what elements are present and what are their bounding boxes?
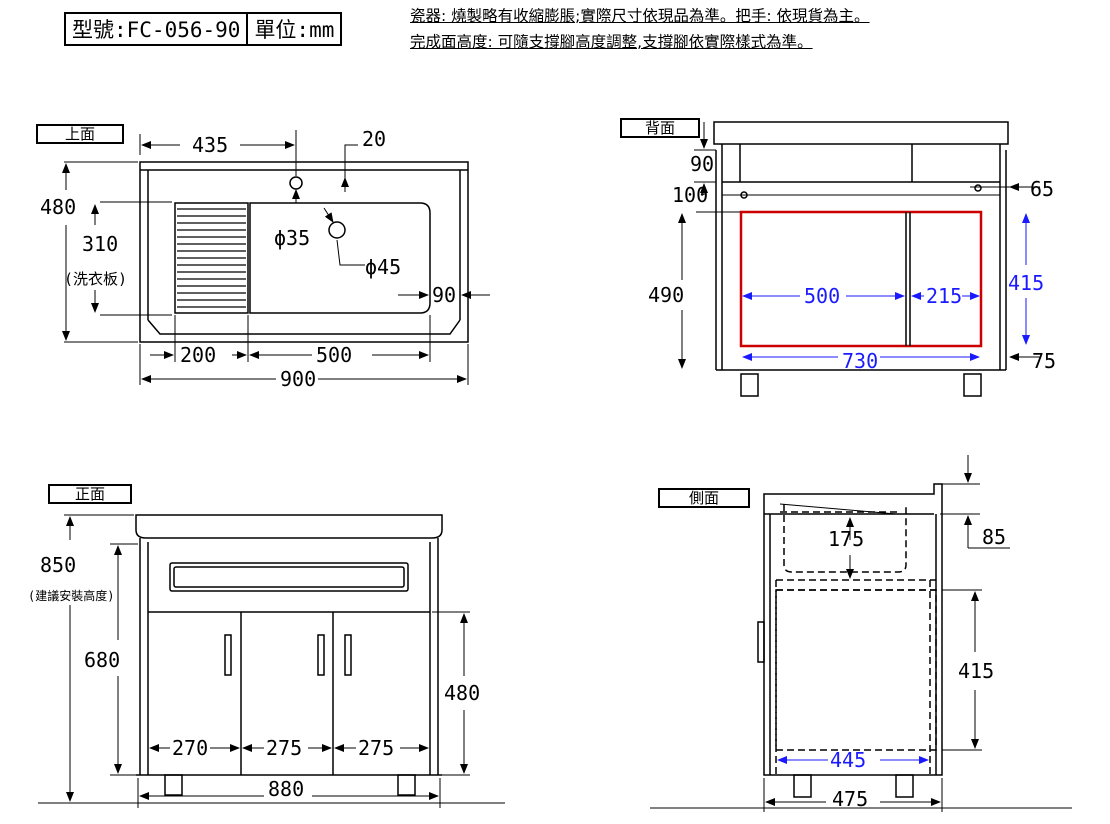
note-line-2: 完成面高度: 可隨支撐腳高度調整,支撐腳依實際樣式為準。 (410, 33, 813, 51)
dim-door-3: 275 (358, 736, 394, 760)
side-view-title: 側面 (658, 488, 750, 508)
dim-basin-width: 500 (316, 343, 352, 367)
front-panel-handle-outer (169, 562, 409, 592)
dim-side-inner-depth: 445 (830, 748, 866, 772)
install-note: (建議安裝高度) (28, 588, 114, 603)
front-top-slab (135, 514, 443, 539)
top-view-title: 上面 (36, 124, 124, 144)
dim-opening-height: 415 (1008, 271, 1044, 295)
side-view-labels: 175 85 415 445 475 (828, 525, 1006, 811)
side-foot-right (895, 774, 914, 798)
back-opening-highlight (739, 210, 983, 348)
dim-door-1: 270 (172, 736, 208, 760)
drain-hole (328, 221, 346, 239)
dim-side-basin-depth: 175 (828, 527, 864, 551)
door-handle-3 (344, 634, 352, 676)
side-view (650, 455, 1072, 812)
back-view-title: 背面 (620, 118, 700, 138)
door-handle-1 (224, 634, 232, 676)
back-top-slab (713, 121, 1009, 145)
dim-side-inner-height: 415 (958, 659, 994, 683)
side-basin-dashed (783, 504, 907, 573)
dim-front-width: 880 (268, 777, 304, 801)
faucet-hole (289, 176, 303, 190)
dim-install-height: 850 (40, 553, 76, 577)
back-foot-left (740, 373, 759, 397)
top-outline (139, 161, 469, 343)
top-view-labels: 435 20 ϕ35 ϕ45 480 310 (洗衣板) 90 200 500 … (40, 127, 456, 391)
front-foot-left (164, 774, 183, 796)
dim-basin-depth: 310 (82, 232, 118, 256)
dim-drain-dia: ϕ45 (365, 255, 401, 279)
dim-cabinet-height: 680 (84, 648, 120, 672)
back-foot-right (963, 373, 982, 397)
dim-side-depth: 475 (832, 787, 868, 811)
side-handle (757, 621, 765, 663)
dim-opening-right: 215 (926, 284, 962, 308)
dim-door-2: 275 (266, 736, 302, 760)
back-view-labels: 90 100 65 490 500 215 415 730 75 (648, 152, 1056, 373)
side-cabinet-dashed (775, 589, 937, 751)
dim-height-490: 490 (648, 283, 684, 307)
back-view (678, 121, 1040, 397)
front-view (38, 514, 505, 808)
back-view-blue-dims (742, 213, 1030, 361)
basin-area (249, 202, 431, 314)
model-header: 型號:FC-056-90 單位:mm (64, 12, 343, 46)
dim-width-overall: 900 (280, 367, 316, 391)
top-view (62, 130, 490, 385)
dim-top-band: 90 (690, 152, 714, 176)
side-foot-left (793, 774, 812, 798)
dim-opening-left: 500 (804, 284, 840, 308)
model-number: 型號:FC-056-90 (66, 14, 249, 44)
dim-bottom-offset: 75 (1032, 349, 1056, 373)
washboard-label: (洗衣板) (64, 270, 127, 288)
dim-depth-overall: 480 (40, 195, 76, 219)
note-line-1: 瓷器: 燒製略有收縮膨脹;實際尺寸依現品為準。把手: 依現貨為主。 (410, 7, 870, 25)
front-foot-right (397, 774, 416, 796)
front-view-title: 正面 (48, 484, 132, 504)
dim-side-top-offset: 85 (982, 525, 1006, 549)
dim-faucet-offset: 435 (192, 133, 228, 157)
dim-door-height: 480 (444, 681, 480, 705)
dim-faucet-hole-dia: ϕ35 (274, 226, 310, 250)
bracket-hole-left (740, 191, 748, 199)
dim-opening-width: 730 (842, 349, 878, 373)
dim-bracket: 100 (672, 183, 708, 207)
dim-side-offset: 65 (1030, 177, 1054, 201)
front-view-labels: 850 (建議安裝高度) 680 480 270 275 275 880 (28, 553, 480, 801)
dim-faucet-hole-offset: 20 (362, 127, 386, 151)
bracket-hole-right (974, 184, 982, 192)
door-handle-2 (317, 634, 325, 676)
washboard-area (174, 202, 249, 314)
dim-front-margin: 90 (432, 283, 456, 307)
unit-label: 單位:mm (254, 18, 335, 42)
dim-washboard-width: 200 (180, 343, 216, 367)
